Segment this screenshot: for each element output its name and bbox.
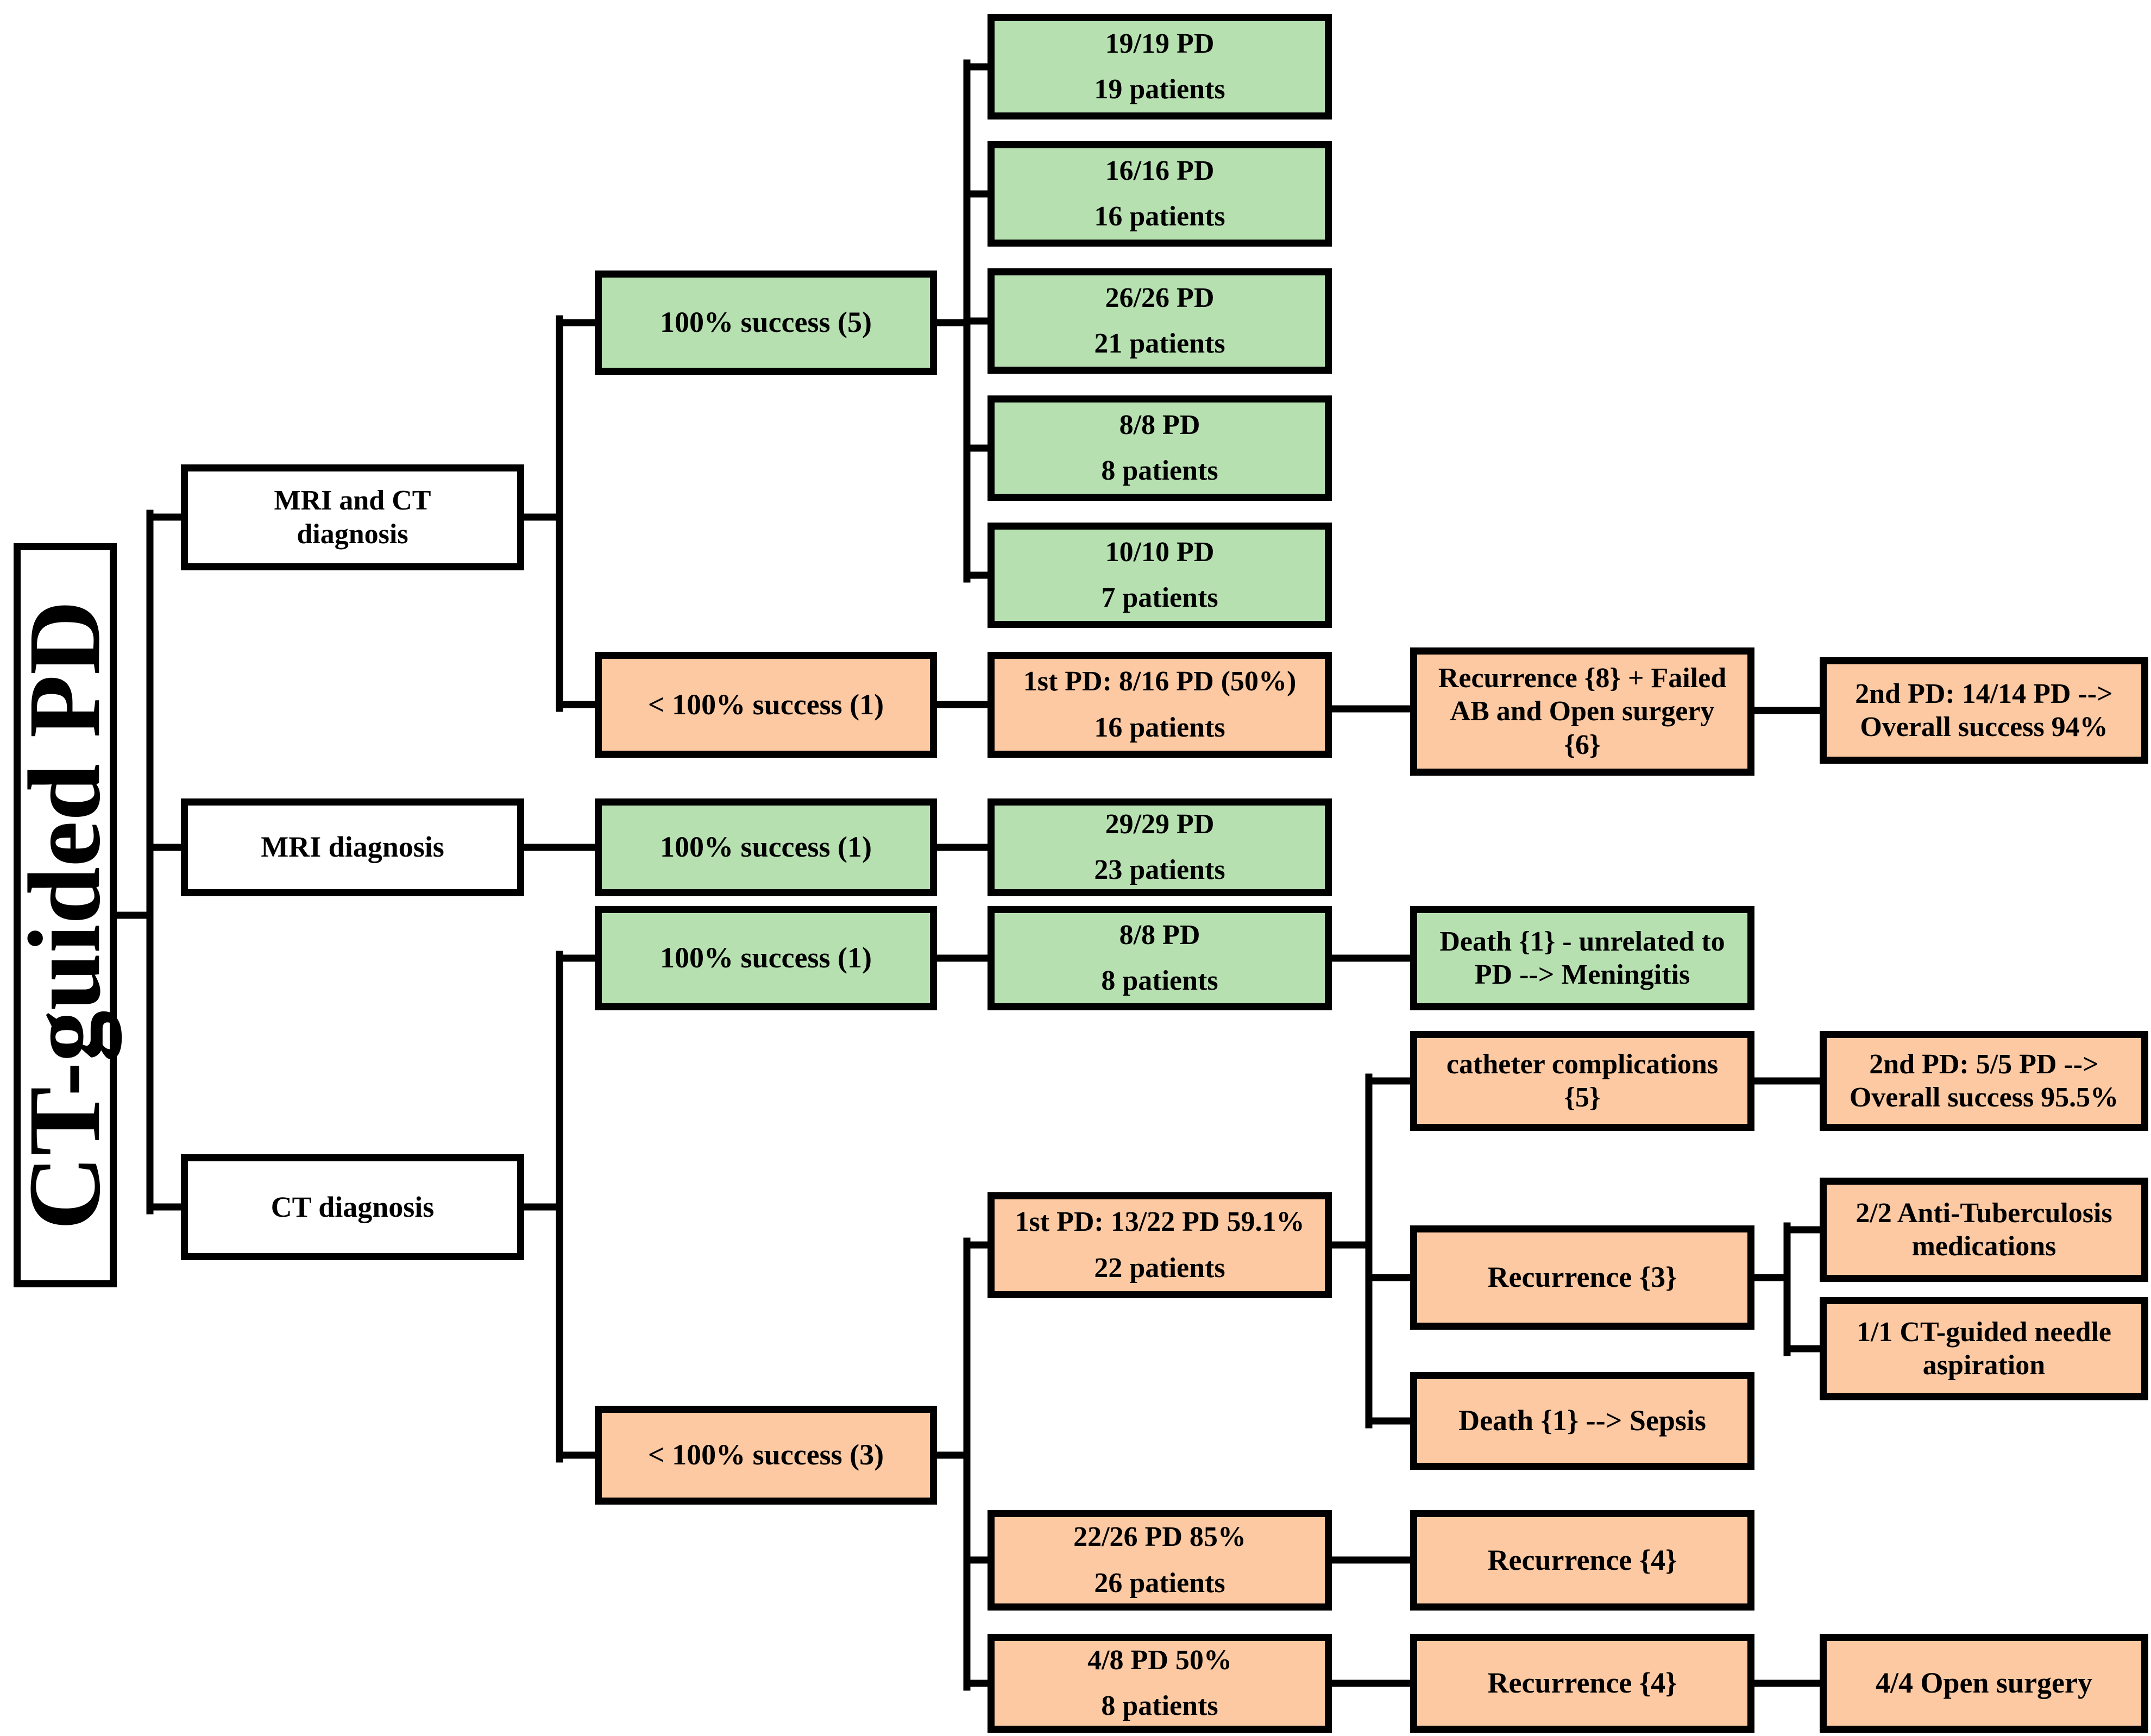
node-lt-100pct-success-1: < 100% success (1) (595, 652, 937, 758)
node-catheter-complications-5: catheter complications{5} (1410, 1031, 1754, 1131)
node-1st-pd-13-22: 1st PD: 13/22 PD 59.1%22 patients (988, 1192, 1332, 1298)
node-ct-guided-pd-root: CT-guided PD (8, 543, 122, 1287)
node-label: CT diagnosis (271, 1190, 435, 1223)
node-100pct-success-1-mri: 100% success (1) (595, 798, 937, 896)
node-label: 4/4 Open surgery (1876, 1666, 2092, 1700)
node-label: < 100% success (1) (647, 688, 884, 721)
node-label: Recurrence {3} (1487, 1261, 1677, 1294)
node-mri-diagnosis: MRI diagnosis (181, 798, 524, 896)
node-label: 1st PD: 8/16 PD (50%)16 patients (1023, 666, 1297, 743)
node-label: 2nd PD: 5/5 PD -->Overall success 95.5% (1849, 1048, 2119, 1113)
node-label: 22/26 PD 85%26 patients (1073, 1521, 1246, 1599)
node-label: Recurrence {4} (1487, 1543, 1677, 1576)
node-2nd-pd-5-5-overall-95-5: 2nd PD: 5/5 PD -->Overall success 95.5% (1820, 1031, 2148, 1131)
node-recurrence-4-mid: Recurrence {4} (1410, 1510, 1754, 1611)
node-recurrence-4-bottom: Recurrence {4} (1410, 1634, 1754, 1733)
node-100pct-success-1-ct: 100% success (1) (595, 906, 937, 1010)
tree-edges (110, 59, 1823, 1691)
node-label: 1st PD: 13/22 PD 59.1%22 patients (1015, 1206, 1305, 1284)
node-label: 100% success (1) (660, 941, 872, 974)
node-label: MRI diagnosis (261, 831, 444, 864)
node-label: catheter complications{5} (1446, 1048, 1719, 1113)
node-label: 4/8 PD 50%8 patients (1087, 1644, 1232, 1721)
node-4-8-pd: 4/8 PD 50%8 patients (988, 1634, 1332, 1733)
node-label: 2nd PD: 14/14 PD -->Overall success 94% (1855, 678, 2113, 743)
node-label: Recurrence {4} (1487, 1666, 1677, 1700)
node-22-26-pd: 22/26 PD 85%26 patients (988, 1510, 1332, 1611)
node-label: < 100% success (3) (647, 1438, 884, 1471)
node-label: Death {1} --> Sepsis (1458, 1404, 1706, 1437)
node-1st-pd-8-16: 1st PD: 8/16 PD (50%)16 patients (988, 652, 1332, 758)
node-100pct-success-5: 100% success (5) (595, 271, 937, 375)
root-title: CT-guided PD (8, 600, 122, 1230)
node-recurrence-3: Recurrence {3} (1410, 1225, 1754, 1330)
node-death-1-sepsis: Death {1} --> Sepsis (1410, 1372, 1754, 1470)
node-ct-diagnosis: CT diagnosis (181, 1154, 524, 1260)
node-4-4-open-surgery: 4/4 Open surgery (1820, 1634, 2148, 1733)
node-2nd-pd-14-14-overall-94: 2nd PD: 14/14 PD -->Overall success 94% (1820, 657, 2148, 764)
node-label: 100% success (1) (660, 831, 872, 864)
node-label: 100% success (5) (660, 306, 872, 339)
node-lt-100pct-success-3: < 100% success (3) (595, 1406, 937, 1505)
